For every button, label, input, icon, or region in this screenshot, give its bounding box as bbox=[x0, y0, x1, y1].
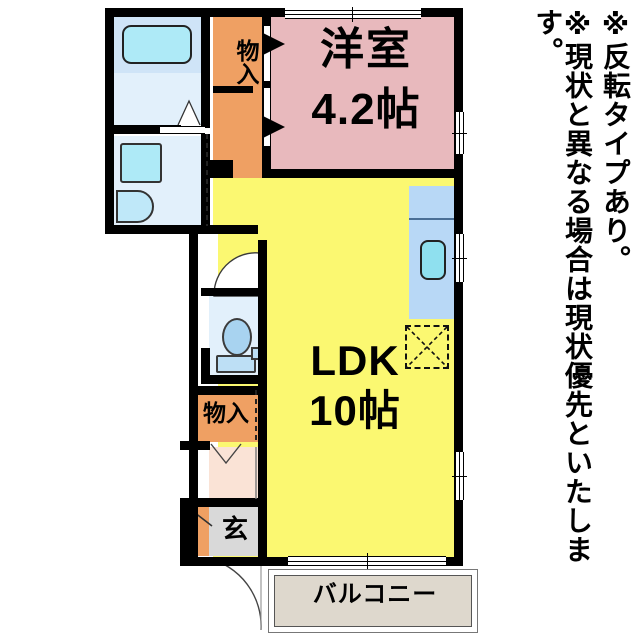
toilet-bowl bbox=[222, 318, 252, 356]
balcony-outer-border bbox=[268, 569, 478, 633]
window-yoshitsu-top-rail bbox=[285, 14, 421, 15]
sliding-door-hall-icon bbox=[255, 447, 257, 499]
wall-closet-upper-shelf bbox=[213, 86, 253, 93]
yoshitsu-label: 洋室 bbox=[320, 25, 412, 74]
ldk-size-label: 10帖 bbox=[309, 387, 401, 434]
wall-toilet-top bbox=[201, 288, 265, 296]
wall-stub-corridor bbox=[198, 225, 258, 234]
window-yoshitsu-right-mullion bbox=[452, 133, 467, 134]
wall-top-left bbox=[105, 8, 285, 17]
wall-closet-upper-bottom bbox=[205, 160, 233, 178]
wall-bath-right bbox=[201, 8, 210, 128]
yoshitsu-size-label: 4.2帖 bbox=[311, 85, 421, 134]
window-ldk-right-mullion bbox=[452, 476, 467, 477]
closet-lower-label: 物入 bbox=[203, 400, 249, 426]
balcony-fill bbox=[274, 575, 472, 627]
door-closet-upper-arrow-b bbox=[263, 116, 285, 138]
wall-ldk-left bbox=[258, 240, 267, 560]
wash-basin bbox=[120, 143, 162, 183]
genkan-label: 玄 bbox=[221, 514, 248, 544]
yoshitsu-fill bbox=[271, 16, 458, 169]
window-kitchen-right-mullion bbox=[452, 258, 467, 259]
sliding-door-corridor-icon bbox=[206, 134, 208, 226]
wall-hall-left-notch bbox=[180, 441, 189, 450]
notice-line-1: ※反転タイプあり。 bbox=[599, 8, 632, 274]
wall-closet-lower-top bbox=[189, 386, 265, 395]
stove-space bbox=[405, 325, 449, 369]
window-balcony-door-mullion bbox=[367, 553, 368, 569]
wall-right bbox=[454, 8, 463, 566]
wall-corridor-left bbox=[189, 225, 198, 566]
entry-hall-fill bbox=[209, 447, 261, 507]
wall-closet-lower-bottom bbox=[180, 441, 210, 450]
door-closet-upper-arrow-a bbox=[263, 33, 285, 55]
window-yoshitsu-top-mullion bbox=[352, 7, 353, 22]
wall-genkan-top bbox=[180, 498, 265, 507]
washing-machine-space bbox=[116, 190, 154, 223]
bathtub bbox=[122, 25, 192, 64]
balcony-label: バルコニー bbox=[312, 581, 438, 608]
wall-bath-right-lower bbox=[201, 134, 210, 233]
closet-lower-door-icon bbox=[210, 443, 242, 465]
wall-genkan-left bbox=[180, 498, 189, 566]
kitchen-sink bbox=[420, 240, 446, 280]
door-bath-entry bbox=[160, 126, 205, 134]
wall-yoshitsu-bottom bbox=[262, 169, 463, 178]
wall-bath-bottom bbox=[105, 225, 210, 234]
closet-lower-fill bbox=[189, 394, 261, 442]
genkan-fill bbox=[209, 507, 261, 556]
wall-left-upper bbox=[105, 8, 114, 233]
ldk-label: LDK bbox=[310, 337, 400, 384]
wall-genkan-bottom bbox=[180, 557, 265, 566]
kitchen-counter-divider bbox=[409, 218, 458, 220]
sliding-door-ldk-icon bbox=[255, 390, 257, 444]
notice-line-2: ※現状と異なる場合は現状優先といたします。 bbox=[531, 8, 594, 564]
wall-bath-washroom-split bbox=[105, 125, 181, 134]
wall-toilet-bottom bbox=[201, 375, 265, 384]
closet-upper-fill-b bbox=[228, 155, 263, 178]
closet-upper-label: 物入 bbox=[233, 39, 259, 85]
wall-top-right bbox=[421, 8, 463, 17]
toilet-tank bbox=[216, 355, 256, 373]
bath-door-swing-icon bbox=[177, 99, 201, 126]
stove-space-cross-icon bbox=[406, 326, 448, 368]
entrance-door-swing-icon bbox=[206, 556, 262, 631]
wall-toilet-left bbox=[201, 348, 210, 384]
